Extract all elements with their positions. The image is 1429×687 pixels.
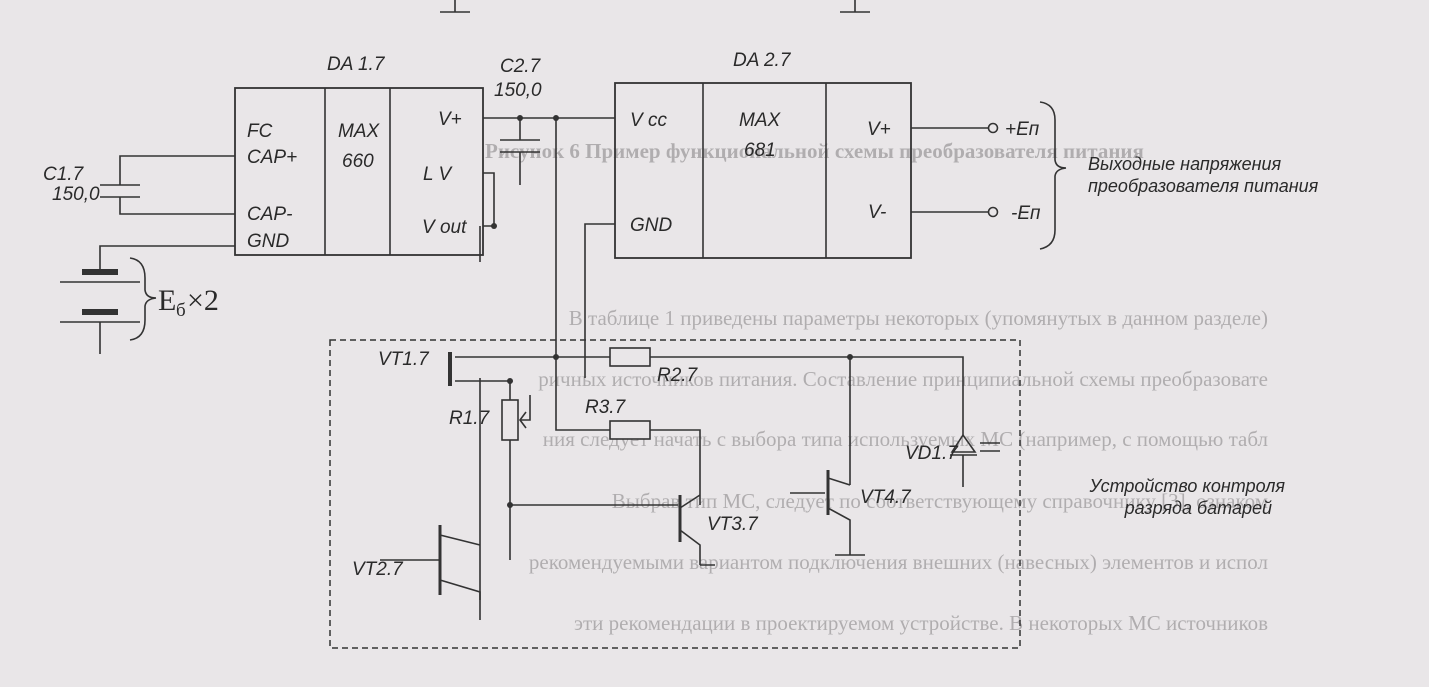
vt2-ref: VT2.7 — [352, 559, 404, 580]
battery-e: E б ×2 — [60, 245, 235, 354]
output-caption-line1: Выходные напряжения — [1088, 154, 1282, 174]
da1-pin-capminus: CAP- — [247, 204, 292, 225]
vt4-ref: VT4.7 — [860, 487, 912, 508]
capacitor-c2: C2.7 150,0 — [483, 56, 615, 185]
resistor-r3-body — [609, 420, 651, 440]
battery-multiplier: ×2 — [187, 284, 219, 317]
c1-ref: C1.7 — [43, 164, 85, 185]
da1-part-line1: MAX — [338, 121, 381, 142]
da1-ref: DA 1.7 — [327, 54, 386, 75]
da2-pin-gnd: GND — [630, 215, 673, 236]
r3-ref: R3.7 — [585, 397, 627, 418]
vt3-ref: VT3.7 — [707, 514, 759, 535]
da1-pin-vplus: V+ — [438, 109, 462, 130]
top-remnant-marks — [440, 0, 870, 13]
da1-pin-gnd: GND — [247, 231, 290, 252]
body-line-4: Выбрав тип МС, следует по соответствующе… — [612, 489, 1268, 513]
background-page-text: Рисунок 6 Пример функциональной схемы пр… — [485, 139, 1268, 635]
output-caption-line2: преобразователя питания — [1088, 176, 1319, 196]
da2-pin-vminus: V- — [868, 202, 886, 223]
resistor-r1-body — [501, 399, 519, 441]
da1-pin-vout: V out — [422, 217, 467, 238]
battery-subscript: б — [176, 300, 186, 321]
da1-pin-fc: FC — [247, 121, 273, 142]
body-line-2: ричных источников питания. Составление п… — [538, 367, 1268, 391]
vd1-ref: VD1.7 — [905, 443, 959, 464]
wire-lv-vout — [479, 172, 497, 262]
da2-pin-vcc: V cc — [630, 110, 667, 131]
da2-part-line1: MAX — [739, 110, 782, 131]
ic-da1: DA 1.7 MAX 660 FC CAP+ CAP- GND V+ L V V… — [234, 54, 484, 256]
body-line-1: В таблице 1 приведены параметры некоторы… — [569, 306, 1268, 330]
monitor-caption-line1: Устройство контроля — [1088, 476, 1285, 496]
capacitor-c1: C1.7 150,0 — [43, 155, 235, 215]
da1-pin-lv: L V — [423, 164, 454, 185]
da1-pin-capplus: CAP+ — [247, 147, 297, 168]
r2-ref: R2.7 — [657, 365, 699, 386]
vt1-ref: VT1.7 — [378, 349, 430, 370]
body-line-5: рекомендуемыми вариантом подключения вне… — [529, 550, 1268, 574]
c1-value: 150,0 — [52, 184, 100, 205]
output-pos: +Еп — [1005, 119, 1040, 140]
output-neg: -Еп — [1011, 203, 1041, 224]
da2-pin-vplus: V+ — [867, 119, 891, 140]
da2-ref: DA 2.7 — [733, 50, 792, 71]
da1-part-line2: 660 — [342, 151, 374, 172]
ic-da2: DA 2.7 MAX 681 V cc GND V+ V- — [584, 50, 912, 378]
battery-label: E — [158, 284, 176, 317]
da2-part-line2: 681 — [744, 140, 776, 161]
resistor-r2-body — [609, 347, 651, 367]
c2-ref: C2.7 — [500, 56, 542, 77]
battery-monitor-block: R2.7 VT1.7 R1.7 R3.7 VT3.7 VT4.7 VT2.7 V — [329, 118, 1285, 649]
body-line-3: ния следует начать с выбора типа использ… — [543, 427, 1268, 451]
figure-heading: Рисунок 6 Пример функциональной схемы пр… — [485, 139, 1144, 163]
monitor-caption-line2: разряда батарей — [1124, 498, 1272, 518]
output-terminals: +Еп -Еп Выходные напряжения преобразоват… — [911, 101, 1319, 250]
r1-ref: R1.7 — [449, 408, 491, 429]
body-line-6: эти рекомендации в проектируемом устройс… — [574, 611, 1268, 635]
c2-value: 150,0 — [494, 80, 542, 101]
